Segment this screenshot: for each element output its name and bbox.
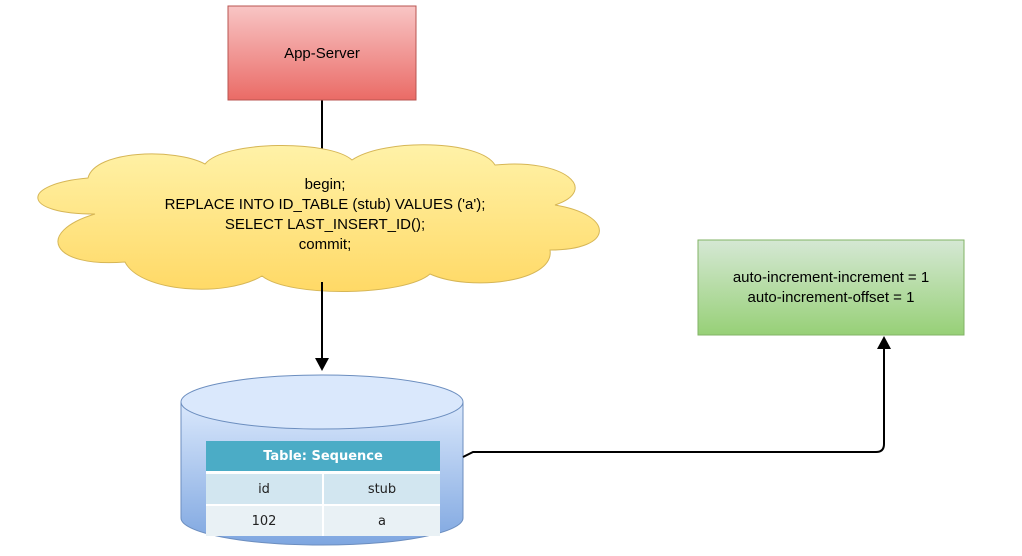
sql-line-begin: begin; xyxy=(304,176,346,193)
sql-line-replace: REPLACE INTO ID_TABLE (stub) VALUES ('a'… xyxy=(164,196,486,213)
table-title: Table: Sequence xyxy=(206,441,440,474)
config-line-increment: auto-increment-increment = 1 xyxy=(732,268,930,286)
config-settings: auto-increment-increment = 1 auto-increm… xyxy=(698,240,964,335)
config-box xyxy=(697,239,965,336)
cloud-to-db-arrowhead xyxy=(315,358,329,371)
cell-id: 102 xyxy=(206,505,323,536)
db-to-config-connector xyxy=(462,348,885,458)
sql-cloud-shape xyxy=(37,144,600,292)
table-header-row: id stub xyxy=(206,472,440,506)
column-header-stub: stub xyxy=(322,472,440,506)
sequence-table: Table: Sequence id stub 102 a xyxy=(206,441,440,536)
sql-line-commit: commit; xyxy=(298,236,352,253)
db-to-config-arrowhead xyxy=(877,336,891,349)
sql-statements: begin; REPLACE INTO ID_TABLE (stub) VALU… xyxy=(60,168,590,262)
config-line-offset: auto-increment-offset = 1 xyxy=(747,288,915,306)
cell-stub: a xyxy=(322,505,440,536)
table-row: 102 a xyxy=(206,505,440,536)
app-server-box xyxy=(227,5,417,101)
sql-line-select: SELECT LAST_INSERT_ID(); xyxy=(224,216,426,233)
column-header-id: id xyxy=(206,472,323,506)
app-server-label: App-Server xyxy=(284,44,360,62)
